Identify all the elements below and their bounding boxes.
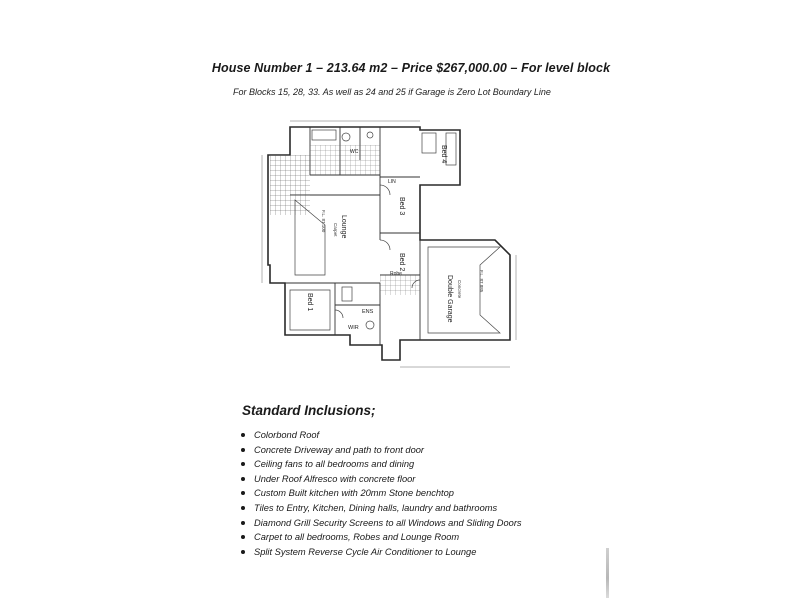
bullet-icon [241, 476, 245, 481]
inclusions-heading: Standard Inclusions; [242, 403, 376, 418]
room-label-bed4: Bed 4 [440, 145, 447, 163]
bullet-icon [241, 505, 245, 510]
room-label-wir: WIR [348, 325, 359, 331]
list-item: Ceiling fans to all bedrooms and dining [238, 457, 522, 472]
list-item: Carpet to all bedrooms, Robes and Lounge… [238, 530, 522, 545]
list-item: Under Roof Alfresco with concrete floor [238, 472, 522, 487]
floor-code-lounge: F.L. 87.100 [321, 210, 326, 233]
scan-edge-mark [606, 548, 609, 598]
bullet-icon [241, 462, 245, 467]
page-title: House Number 1 – 213.64 m2 – Price $267,… [211, 61, 611, 75]
room-label-lin: LIN [388, 179, 396, 185]
floor-plan-drawing: Bed 4 Bed 3 Bed 2 Lounge Bed 1 Double Ga… [261, 120, 517, 368]
list-item: Split System Reverse Cycle Air Condition… [238, 545, 522, 560]
list-item: Concrete Driveway and path to front door [238, 443, 522, 458]
room-label-wc: WC [350, 149, 359, 155]
list-item: Colorbond Roof [238, 428, 522, 443]
room-label-garage: Double Garage [446, 275, 453, 323]
list-item: Diamond Grill Security Screens to all Wi… [238, 516, 522, 531]
floor-code-garage: F.L. 87.885 [479, 270, 484, 293]
room-label-bed1: Bed 1 [306, 293, 313, 311]
bullet-icon [241, 491, 245, 496]
bullet-icon [241, 520, 245, 525]
bullet-icon [241, 447, 245, 452]
room-label-robe: Robe [390, 271, 402, 277]
bullet-icon [241, 433, 245, 437]
bullet-icon [241, 549, 245, 554]
room-label-lounge: Lounge [340, 215, 347, 238]
room-label-bed2: Bed 2 [398, 253, 405, 271]
finish-concrete-label: Concrete [457, 280, 462, 299]
finish-carpet-label: Carpet [333, 223, 338, 237]
room-label-bed3: Bed 3 [398, 197, 405, 215]
inclusions-list: Colorbond Roof Concrete Driveway and pat… [238, 428, 522, 559]
list-item: Tiles to Entry, Kitchen, Dining halls, l… [238, 501, 522, 516]
list-item: Custom Built kitchen with 20mm Stone ben… [238, 486, 522, 501]
room-label-ens: ENS [362, 309, 374, 315]
page-subtitle: For Blocks 15, 28, 33. As well as 24 and… [233, 87, 551, 97]
bullet-icon [241, 535, 245, 540]
